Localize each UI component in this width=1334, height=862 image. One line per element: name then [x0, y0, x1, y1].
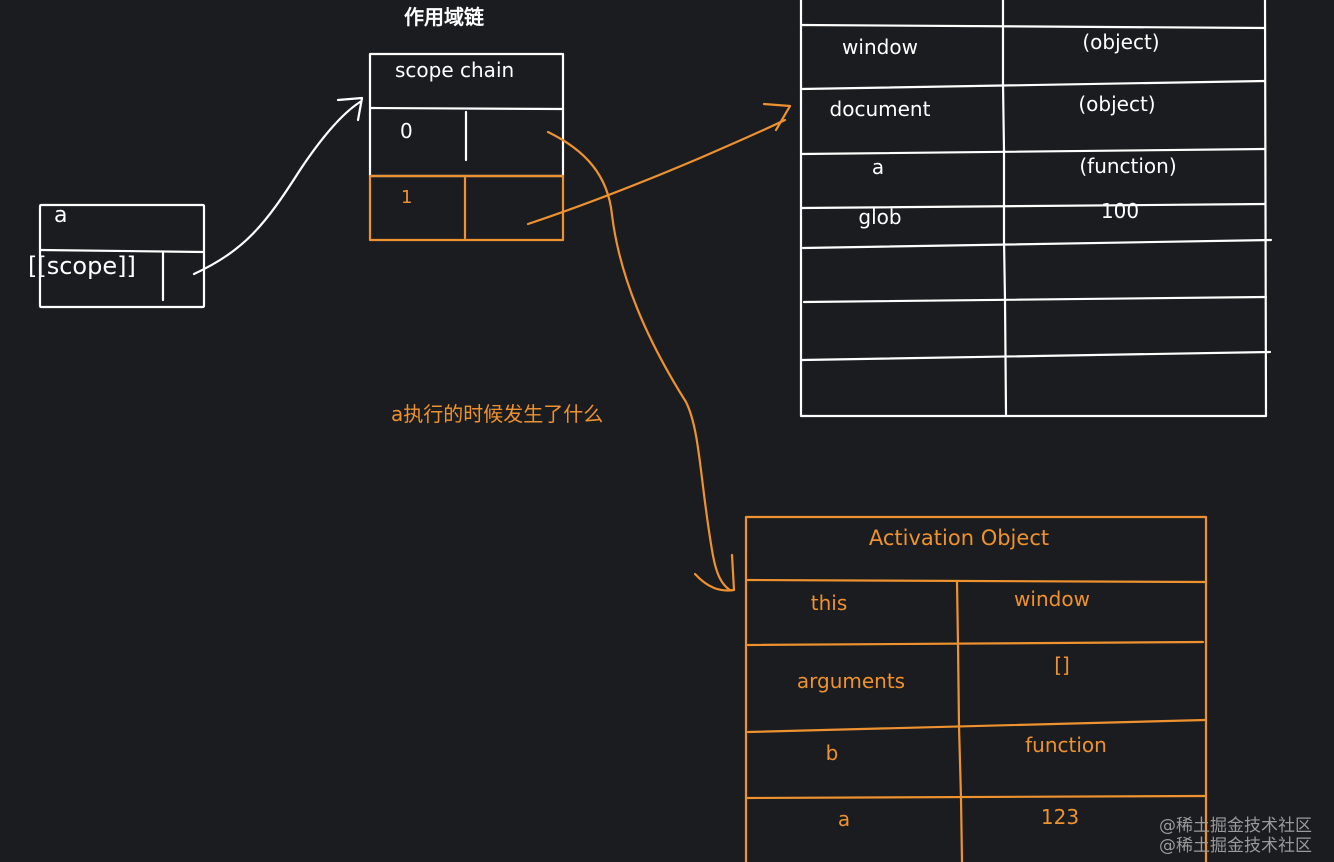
global-object-table	[799, 0, 1273, 418]
arrow-chain-to-activation	[546, 130, 736, 592]
arrow-chain-to-global	[526, 102, 792, 226]
scope-chain-index-0: 0	[400, 119, 413, 143]
global-row-key: document	[830, 97, 931, 121]
global-row-value: (object)	[1082, 30, 1159, 54]
scope-chain-index-1: 1	[401, 187, 412, 208]
activation-row-value: []	[1054, 653, 1070, 677]
activation-row-key: arguments	[797, 669, 905, 693]
activation-row-key: b	[826, 741, 839, 765]
global-row-value: 100	[1101, 199, 1139, 223]
arrow-scope-to-chain	[192, 96, 364, 276]
activation-object-table: Activation Object	[744, 515, 1208, 862]
global-row-key: a	[872, 155, 884, 179]
question-label: a执行的时候发生了什么	[391, 402, 603, 426]
activation-row-key: this	[811, 591, 848, 615]
global-row-value: (object)	[1078, 92, 1155, 116]
scope-chain-header: scope chain	[395, 58, 514, 82]
function-a-name: a	[54, 203, 67, 228]
activation-row-key: a	[838, 807, 850, 831]
activation-object-header: Activation Object	[869, 526, 1049, 550]
scope-chain-box: scope chain 0	[368, 52, 565, 178]
diagram-title: 作用域链	[404, 5, 485, 29]
global-row-key: window	[842, 35, 918, 59]
activation-row-value: window	[1014, 587, 1090, 611]
watermark-line-2: @稀土掘金技术社区	[1159, 836, 1312, 856]
global-row-key: glob	[858, 205, 901, 229]
activation-row-value: 123	[1041, 805, 1079, 829]
function-a-scope-label: [[scope]]	[28, 252, 136, 280]
watermark: @稀土掘金技术社区 @稀土掘金技术社区	[1159, 816, 1312, 856]
global-row-value: (function)	[1079, 154, 1176, 178]
activation-row-value: function	[1025, 733, 1107, 757]
watermark-line-1: @稀土掘金技术社区	[1159, 816, 1312, 836]
function-a-box: a [[scope]]	[28, 203, 206, 309]
scope-chain-row-1: 1	[368, 174, 565, 242]
